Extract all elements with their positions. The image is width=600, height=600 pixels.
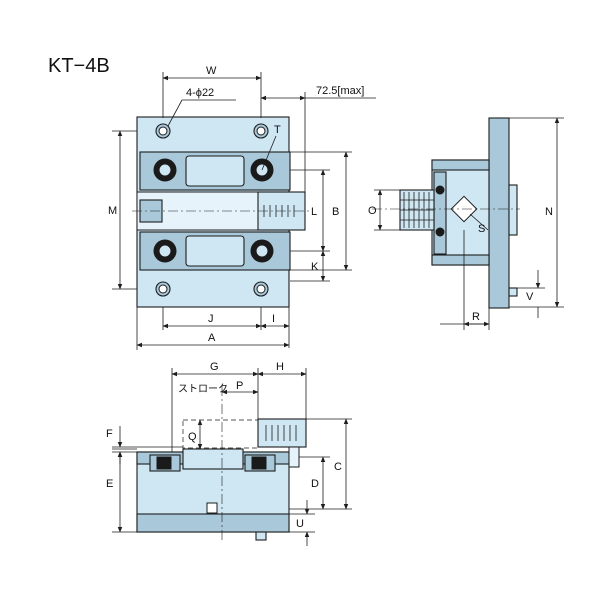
dim-hole-spec: 4-ϕ22 bbox=[186, 87, 214, 99]
side-bolt-bottom bbox=[435, 227, 445, 237]
top-view: W 4-ϕ22 72.5[max] T M L B K bbox=[108, 65, 376, 350]
bolt-socket-ul bbox=[158, 163, 172, 177]
dim-R: R bbox=[472, 311, 480, 323]
dim-N: N bbox=[545, 206, 553, 218]
model-title: KT−4B bbox=[48, 55, 110, 77]
front-bolt-left bbox=[156, 456, 172, 470]
side-block-bottom bbox=[431, 254, 490, 266]
front-knob-knurl bbox=[265, 425, 297, 441]
front-stroke-ghost bbox=[182, 419, 259, 449]
dim-S: S bbox=[478, 223, 485, 235]
dim-D: D bbox=[311, 478, 319, 490]
dim-L: L bbox=[311, 206, 317, 218]
side-flange-screw bbox=[508, 287, 518, 297]
front-bottom-plate bbox=[136, 513, 290, 533]
dim-B: B bbox=[332, 206, 339, 218]
dim-max-travel: 72.5[max] bbox=[316, 85, 364, 97]
side-bolt-top bbox=[435, 185, 445, 195]
front-bottom-screw bbox=[255, 531, 267, 541]
side-block-top bbox=[431, 159, 490, 171]
mount-hole-bl-inner bbox=[158, 284, 168, 294]
bolt-socket-lr bbox=[255, 244, 269, 258]
dim-M: M bbox=[108, 205, 117, 217]
mount-hole-br-inner bbox=[256, 284, 266, 294]
dim-A: A bbox=[208, 332, 216, 344]
side-knob-knurl bbox=[400, 192, 434, 228]
bolt-socket-ll bbox=[158, 244, 172, 258]
side-flange-boss bbox=[508, 184, 518, 236]
side-flange bbox=[488, 117, 510, 309]
front-slider-block bbox=[182, 448, 244, 470]
dim-C: C bbox=[334, 461, 342, 473]
dim-V: V bbox=[526, 291, 534, 303]
dim-I: I bbox=[272, 313, 275, 325]
front-view: G H ストローク P Q F E C D bbox=[106, 361, 352, 546]
mount-hole-tr-inner bbox=[256, 126, 266, 136]
dim-W: W bbox=[206, 65, 217, 77]
dim-J: J bbox=[208, 313, 214, 325]
dim-O: O bbox=[368, 205, 377, 217]
front-knob bbox=[257, 418, 307, 448]
front-side-stub bbox=[288, 446, 300, 468]
dim-E: E bbox=[106, 478, 113, 490]
dim-K: K bbox=[311, 261, 319, 273]
upper-clamp-slot bbox=[185, 155, 245, 187]
lower-clamp-slot bbox=[185, 235, 245, 267]
dim-T: T bbox=[274, 124, 281, 136]
side-view: O S N V R bbox=[368, 117, 564, 330]
mount-hole-tl-inner bbox=[158, 126, 168, 136]
dim-P: P bbox=[236, 380, 243, 392]
side-clamp bbox=[433, 171, 447, 255]
dim-F: F bbox=[106, 428, 113, 440]
front-bolt-right bbox=[251, 456, 267, 470]
dim-G: G bbox=[210, 361, 219, 373]
dim-stroke: ストローク bbox=[178, 383, 228, 395]
dim-U: U bbox=[296, 518, 304, 530]
front-mark bbox=[206, 502, 218, 514]
dim-H: H bbox=[276, 361, 284, 373]
dim-Q: Q bbox=[188, 431, 197, 443]
